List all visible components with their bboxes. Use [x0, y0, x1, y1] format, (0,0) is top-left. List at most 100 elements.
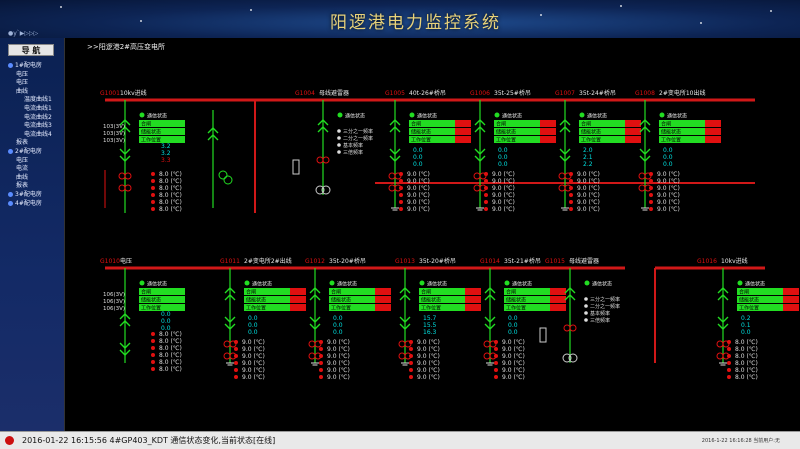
- sidebar-item[interactable]: 2#配电房: [8, 146, 42, 155]
- temp-dot-icon: [399, 172, 403, 176]
- pt-icon: [562, 353, 572, 363]
- sidebar-item[interactable]: 电流曲线4: [24, 129, 52, 138]
- temp-dot-icon: [569, 179, 573, 183]
- status-cell-red: [705, 136, 721, 143]
- temp-dot-icon: [234, 368, 238, 372]
- sidebar-item[interactable]: 电压: [16, 69, 28, 78]
- sidebar-item[interactable]: 电流曲线2: [24, 112, 52, 121]
- status-label: 通信状态: [147, 281, 167, 288]
- sidebar-item[interactable]: 曲线: [16, 86, 28, 95]
- sidebar-item[interactable]: 1#配电房: [8, 60, 42, 69]
- panel-id: G1016: [697, 258, 717, 265]
- switch-chevron-icon: [399, 287, 411, 294]
- sidebar-item[interactable]: 电流曲线3: [24, 120, 52, 129]
- temp-value: 9.0 (℃): [657, 171, 680, 178]
- ct-icon: [388, 184, 396, 192]
- temp-dot-icon: [727, 347, 731, 351]
- panel-name: 2#变电所2#出线: [244, 257, 292, 265]
- ct-icon: [223, 352, 231, 360]
- status-cell: [659, 136, 705, 143]
- switch-chevron-icon: [389, 119, 401, 126]
- tree-node-icon: [8, 192, 13, 197]
- ct-icon: [483, 340, 491, 348]
- status-label: 通信状态: [252, 281, 272, 288]
- sidebar-item[interactable]: 曲线: [16, 172, 28, 181]
- switch-chevron-icon: [399, 323, 411, 330]
- pt-value: 106(3V): [103, 292, 125, 298]
- ct-icon: [308, 352, 316, 360]
- temp-value: 9.0 (℃): [502, 346, 525, 353]
- current-value: 0.0: [333, 329, 343, 336]
- sidebar-item[interactable]: 电压: [16, 155, 28, 164]
- comm-status-icon: [659, 112, 665, 118]
- sidebar-item[interactable]: 电流曲线1: [24, 103, 52, 112]
- status-label: 通信状态: [502, 113, 522, 120]
- switch-chevron-icon: [224, 287, 236, 294]
- alarm-icon[interactable]: [5, 436, 14, 445]
- sidebar-item[interactable]: 3#配电房: [8, 189, 42, 198]
- status-label: 合闸: [246, 289, 256, 296]
- switch-chevron-icon: [119, 342, 131, 349]
- status-label: 通信状态: [337, 281, 357, 288]
- sidebar-item[interactable]: 电流: [16, 163, 28, 172]
- status-label: 工作位置: [506, 305, 526, 312]
- pt-value: 103(3V): [103, 131, 125, 137]
- temp-value: 9.0 (℃): [242, 367, 265, 374]
- comm-status-icon: [337, 112, 343, 118]
- status-label: 通信状态: [512, 281, 532, 288]
- sidebar-item[interactable]: 4#配电房: [8, 198, 42, 207]
- harmonic-label: 三分之一频率: [590, 296, 620, 303]
- temp-value: 9.0 (℃): [492, 206, 515, 213]
- temp-value: 8.0 (℃): [159, 185, 182, 192]
- switch-chevron-icon: [309, 316, 321, 323]
- sidebar-item-label: 3#配电房: [15, 191, 42, 198]
- status-cell-red: [783, 296, 799, 303]
- pt-value: 103(3V): [103, 124, 125, 130]
- temp-value: 9.0 (℃): [492, 171, 515, 178]
- fuse-icon: [539, 327, 547, 343]
- panel-id: G1010: [100, 258, 120, 265]
- sidebar-item-label: 温度曲线1: [24, 96, 52, 104]
- status-cell: [504, 288, 550, 295]
- temp-value: 9.0 (℃): [577, 185, 600, 192]
- temp-dot-icon: [151, 332, 155, 336]
- status-cell-red: [290, 296, 306, 303]
- temp-value: 9.0 (℃): [417, 360, 440, 367]
- status-label: 储能状态: [411, 129, 431, 136]
- temp-dot-icon: [484, 200, 488, 204]
- temp-value: 8.0 (℃): [159, 352, 182, 359]
- harmonic-label: 三分之一频率: [343, 128, 373, 135]
- temp-dot-icon: [649, 186, 653, 190]
- sidebar-item[interactable]: 报表: [16, 137, 28, 146]
- status-cell: [329, 296, 375, 303]
- temp-dot-icon: [319, 347, 323, 351]
- switch-chevron-icon: [119, 119, 131, 126]
- sidebar-item-label: 电压: [16, 156, 29, 164]
- status-label: 储能状态: [141, 297, 161, 304]
- panel-name: 10kv进线: [120, 89, 147, 97]
- switch-chevron-icon: [559, 148, 571, 155]
- sidebar-item[interactable]: 报表: [16, 180, 28, 189]
- temp-dot-icon: [151, 200, 155, 204]
- comm-status-icon: [139, 280, 145, 286]
- current-value: 2.0: [583, 147, 593, 154]
- temp-dot-icon: [319, 375, 323, 379]
- ct-icon: [558, 184, 566, 192]
- sidebar-item[interactable]: 温度曲线1: [24, 94, 52, 103]
- temp-dot-icon: [151, 179, 155, 183]
- switch-chevron-icon: [484, 294, 496, 301]
- current-value: 15.5: [423, 322, 437, 329]
- panel-id: G1014: [480, 258, 500, 265]
- status-label: 储能状态: [739, 297, 759, 304]
- voltage-value: 3.3: [161, 157, 171, 164]
- current-value: 0.0: [333, 322, 343, 329]
- status-label: 合闸: [141, 289, 151, 296]
- ct-icon: [316, 156, 324, 164]
- sidebar-item[interactable]: 电压: [16, 77, 28, 86]
- temp-dot-icon: [151, 353, 155, 357]
- temp-value: 9.0 (℃): [417, 353, 440, 360]
- ct-icon: [398, 352, 406, 360]
- status-cell-red: [375, 296, 391, 303]
